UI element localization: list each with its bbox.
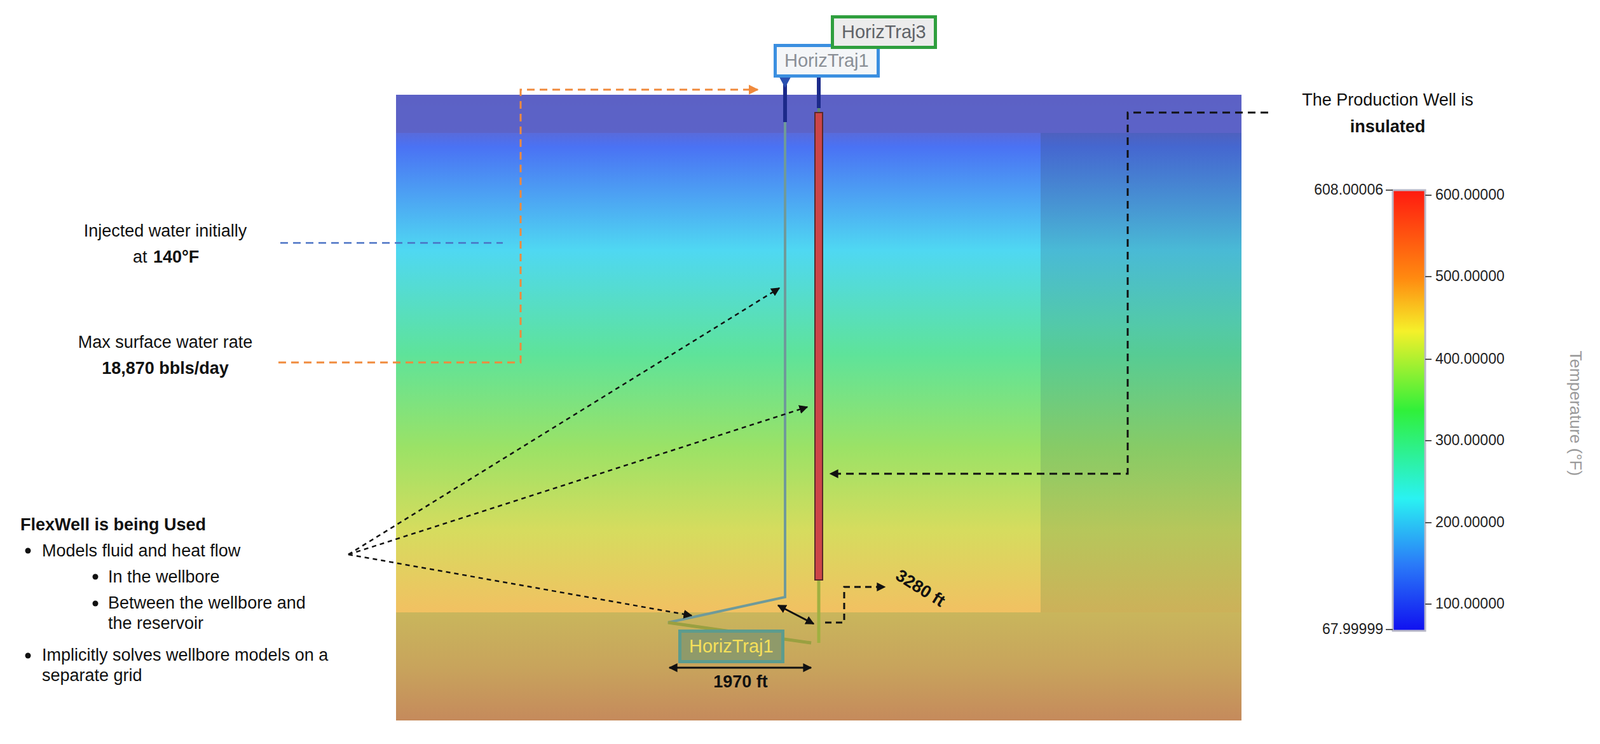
well-label-box: HorizTraj3 bbox=[830, 15, 937, 49]
note-heading: FlexWell is being Used bbox=[20, 514, 206, 535]
annotation-text: Injected water initially bbox=[83, 220, 248, 241]
tick-label: 100.00000 bbox=[1435, 594, 1505, 613]
bullet-text: Between the wellbore and the reservoir bbox=[108, 592, 325, 634]
tick-label: 600.00000 bbox=[1435, 186, 1505, 205]
dimension-label: 1970 ft bbox=[713, 671, 768, 692]
bullet-text: Implicitly solves wellbore models on a s… bbox=[41, 644, 354, 686]
annotation-text: The Production Well is bbox=[1301, 89, 1474, 110]
axis-title: Temperature (°F) bbox=[1565, 350, 1585, 477]
well-label-box: HorizTraj1 bbox=[678, 629, 785, 664]
node-text: HorizTraj1 bbox=[689, 635, 774, 658]
tick-label: 300.00000 bbox=[1435, 431, 1505, 450]
tick-label: 200.00000 bbox=[1435, 513, 1505, 532]
annotation-text: Max surface water rate bbox=[78, 331, 253, 353]
node-text: HorizTraj3 bbox=[841, 20, 927, 44]
temperature-value: 140°F bbox=[153, 246, 199, 267]
node-text: HorizTraj1 bbox=[784, 49, 869, 72]
annotation-text: at bbox=[132, 246, 148, 267]
tick-label: 500.00000 bbox=[1435, 267, 1505, 286]
scale-min: 67.99999 bbox=[1322, 620, 1384, 639]
well-label-box: HorizTraj1 bbox=[773, 43, 880, 78]
scale-max: 608.00006 bbox=[1313, 181, 1384, 199]
tick-label: 400.00000 bbox=[1435, 350, 1505, 369]
annotation-emphasis: insulated bbox=[1350, 116, 1426, 137]
bullet-text: In the wellbore bbox=[108, 566, 220, 587]
rate-value: 18,870 bbls/day bbox=[101, 357, 229, 379]
bullet-text: Models fluid and heat flow bbox=[41, 540, 241, 561]
